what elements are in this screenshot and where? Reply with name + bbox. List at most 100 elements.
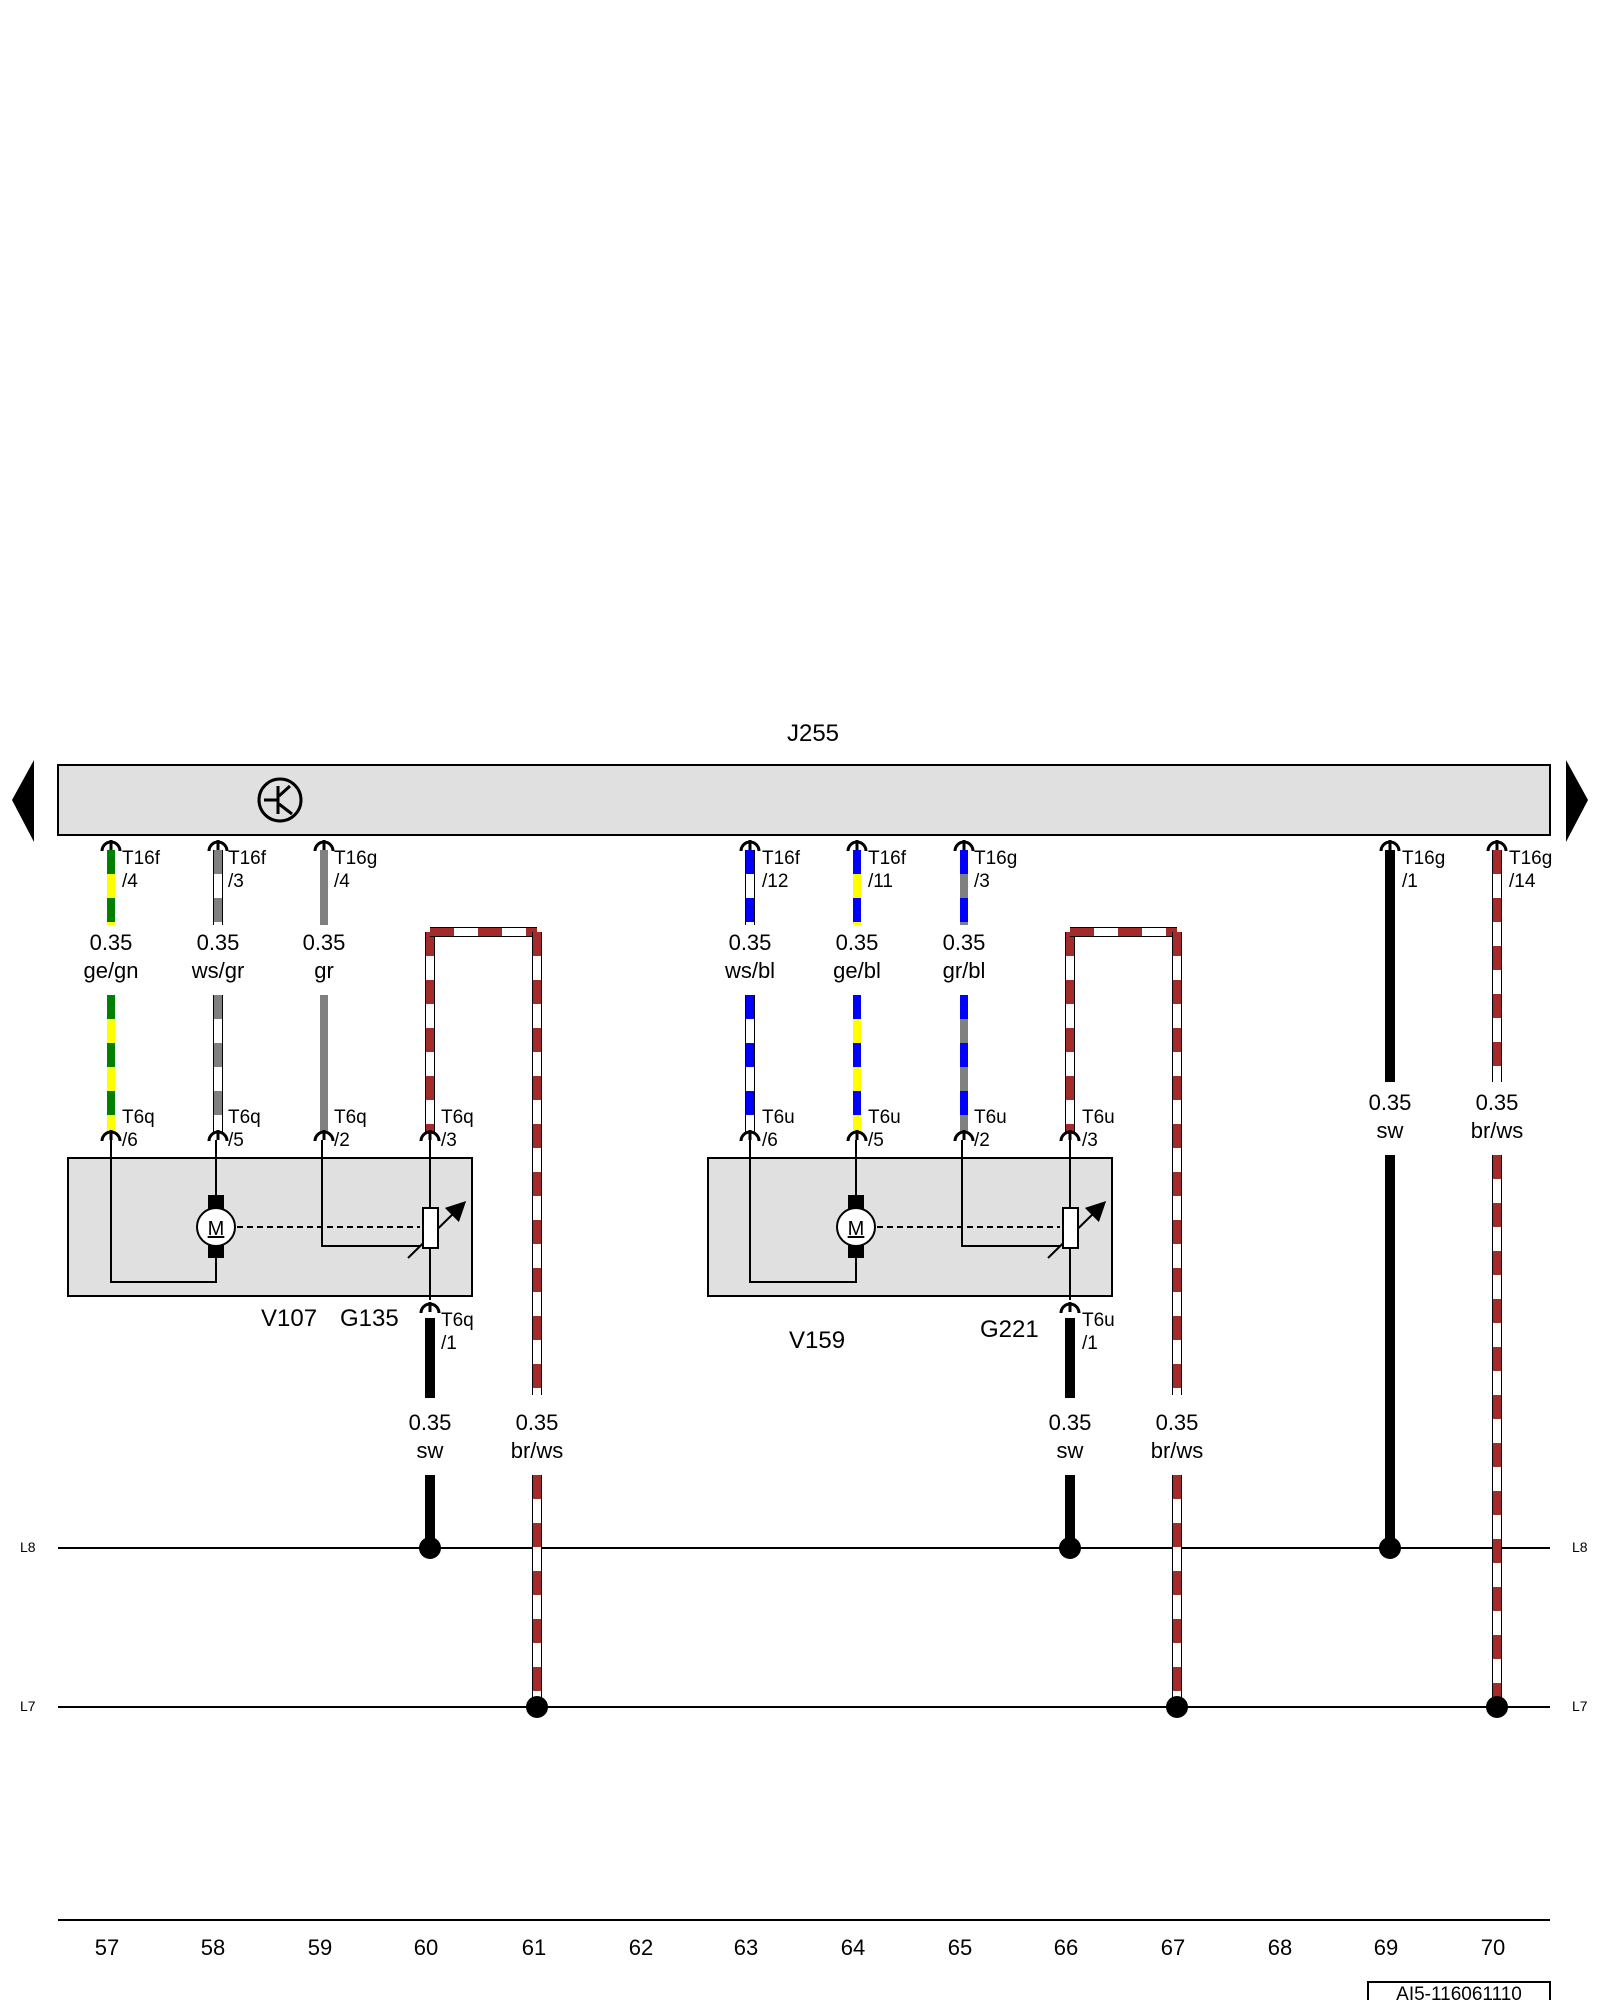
pin-label: /6 (122, 1130, 138, 1151)
pin-label: T6q (334, 1107, 367, 1128)
wire-gauge: 0.35 (1156, 1410, 1199, 1435)
wire-gauge: 0.35 (303, 930, 346, 955)
junction-dot (1059, 1537, 1081, 1559)
pin-label: T6q (441, 1310, 474, 1331)
electronics-symbol-icon (257, 777, 303, 823)
connector-pin-icon (100, 1130, 122, 1142)
connector-pin-icon (739, 840, 761, 852)
pin-label: T16f (228, 848, 267, 869)
column-number: 67 (1161, 1935, 1185, 1960)
motor-symbol-v107: M (208, 1218, 225, 1240)
wire-color-code: ge/gn (83, 958, 138, 983)
connector-pin-icon (1379, 840, 1401, 852)
connector-pin-icon (1059, 1130, 1081, 1142)
column-number: 60 (414, 1935, 438, 1960)
wire-gauge: 0.35 (729, 930, 772, 955)
right-continuation-arrow (1566, 760, 1588, 842)
pin-label: T6q (122, 1107, 155, 1128)
junction-dot (1379, 1537, 1401, 1559)
junction-dot (1486, 1696, 1508, 1718)
column-number: 70 (1481, 1935, 1505, 1960)
connector-pin-icon (313, 840, 335, 852)
pin-label: /4 (122, 871, 138, 892)
pin-label: /1 (1402, 871, 1418, 892)
connector-pin-icon (739, 1130, 761, 1142)
column-number: 59 (308, 1935, 332, 1960)
connector-pin-icon (313, 1130, 335, 1142)
potentiometer-g221 (1062, 1207, 1079, 1249)
document-id: AI5-116061110 (1396, 1984, 1522, 2000)
bus-label-l8-right: L8 (1572, 1539, 1588, 1555)
column-number: 64 (841, 1935, 865, 1960)
connector-pin-icon (846, 840, 868, 852)
connector-pin-icon (953, 1130, 975, 1142)
pin-labels: T16f /4 T16f /3 T16g /4 T16f /12 T16f /1… (122, 848, 1552, 1354)
pin-label: T16g (974, 848, 1017, 869)
wire-color-code: ge/bl (833, 958, 881, 983)
pin-label: T16f (122, 848, 161, 869)
pin-label: /3 (228, 871, 244, 892)
component-label-g221: G221 (980, 1316, 1039, 1343)
pin-label: T6u (762, 1107, 795, 1128)
junction-dot (526, 1696, 548, 1718)
wire-color-code: ws/gr (191, 958, 245, 983)
component-label-v159: V159 (789, 1327, 845, 1354)
pin-label: /1 (1082, 1333, 1098, 1354)
wire-color-code: br/ws (511, 1438, 564, 1463)
pin-label: /2 (334, 1130, 350, 1151)
pin-label: /3 (1082, 1130, 1098, 1151)
wire-color-code: br/ws (1151, 1438, 1204, 1463)
connector-pin-icon (100, 840, 122, 852)
pin-label: T16f (762, 848, 801, 869)
wire-color-code: ws/bl (724, 958, 775, 983)
column-number: 61 (522, 1935, 546, 1960)
pin-label: /5 (868, 1130, 884, 1151)
connector-pin-icon (1486, 840, 1508, 852)
column-number: 62 (629, 1935, 653, 1960)
wire-gauge: 0.35 (90, 930, 133, 955)
motor-v107: M (196, 1195, 236, 1258)
connector-pin-icon (953, 840, 975, 852)
pin-label: /6 (762, 1130, 778, 1151)
bus-label-l7-right: L7 (1572, 1698, 1588, 1714)
control-unit-label: J255 (787, 720, 839, 747)
document-id-box (1367, 1981, 1551, 2000)
pin-label: T16f (868, 848, 907, 869)
column-number: 68 (1268, 1935, 1292, 1960)
connector-pin-icon (846, 1130, 868, 1142)
potentiometer-g135 (422, 1207, 439, 1249)
column-number: 69 (1374, 1935, 1398, 1960)
wire-gauge: 0.35 (1369, 1090, 1412, 1115)
wire-color-code: gr (314, 958, 334, 983)
connector-layer (100, 840, 1508, 1314)
pin-label: /2 (974, 1130, 990, 1151)
wire-color-code: sw (1057, 1438, 1084, 1463)
wire-labels: 0.35 ge/gn 0.35 ws/gr 0.35 gr 0.35 sw 0.… (83, 930, 1523, 1463)
junction-dot (419, 1537, 441, 1559)
junction-dots (419, 1537, 1508, 1718)
pin-label: T16g (1509, 848, 1552, 869)
pin-label: /1 (441, 1333, 457, 1354)
pin-label: T6u (1082, 1107, 1115, 1128)
pin-label: T6u (974, 1107, 1007, 1128)
connector-pin-icon (207, 1130, 229, 1142)
column-number: 63 (734, 1935, 758, 1960)
wire-layer (107, 850, 1502, 1700)
wire-color-code: br/ws (1471, 1118, 1524, 1143)
wire-gauge: 0.35 (1476, 1090, 1519, 1115)
pin-label: T6u (868, 1107, 901, 1128)
pin-label: /12 (762, 871, 788, 892)
connector-pin-icon (1059, 1302, 1081, 1314)
pin-label: /3 (441, 1130, 457, 1151)
column-number: 65 (948, 1935, 972, 1960)
wire-gauge: 0.35 (1049, 1410, 1092, 1435)
pin-label: /11 (868, 871, 893, 892)
left-continuation-arrow (12, 760, 34, 842)
wire-gauge: 0.35 (516, 1410, 559, 1435)
pin-label: /3 (974, 871, 990, 892)
component-label-v107: V107 (261, 1305, 317, 1332)
wire-color-code: gr/bl (943, 958, 986, 983)
wire-color-code: sw (417, 1438, 444, 1463)
